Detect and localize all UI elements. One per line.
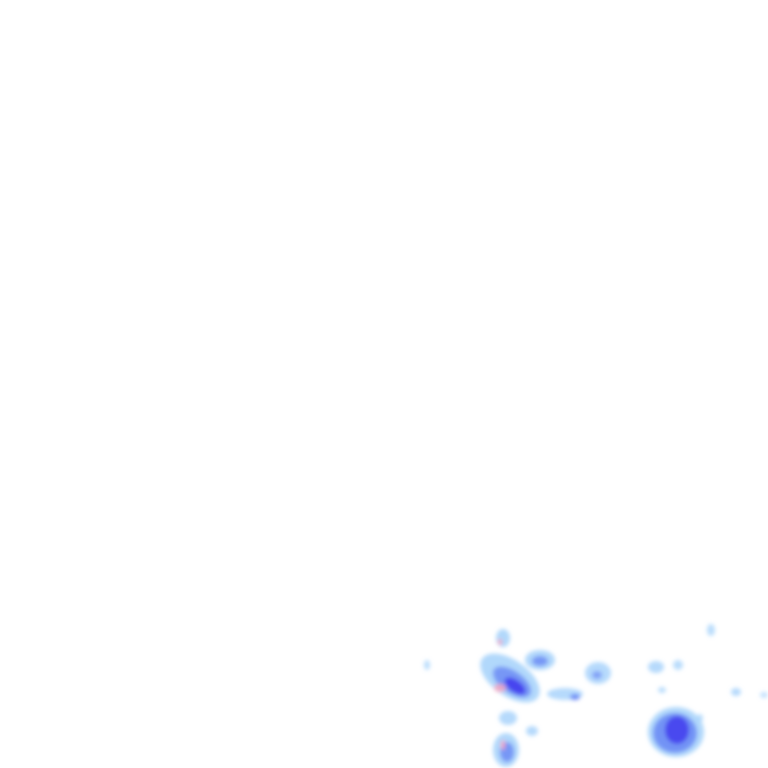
rain-cell bbox=[499, 711, 538, 736]
rain-cell bbox=[547, 688, 583, 700]
rain-cell bbox=[424, 624, 768, 722]
rain-cell bbox=[496, 629, 510, 647]
rain-cell bbox=[648, 707, 704, 757]
rain-cell bbox=[525, 650, 555, 670]
rain-cell bbox=[585, 662, 611, 684]
precipitation-cells bbox=[424, 624, 768, 767]
rain-cell bbox=[480, 653, 540, 703]
rain-cell bbox=[493, 733, 519, 767]
